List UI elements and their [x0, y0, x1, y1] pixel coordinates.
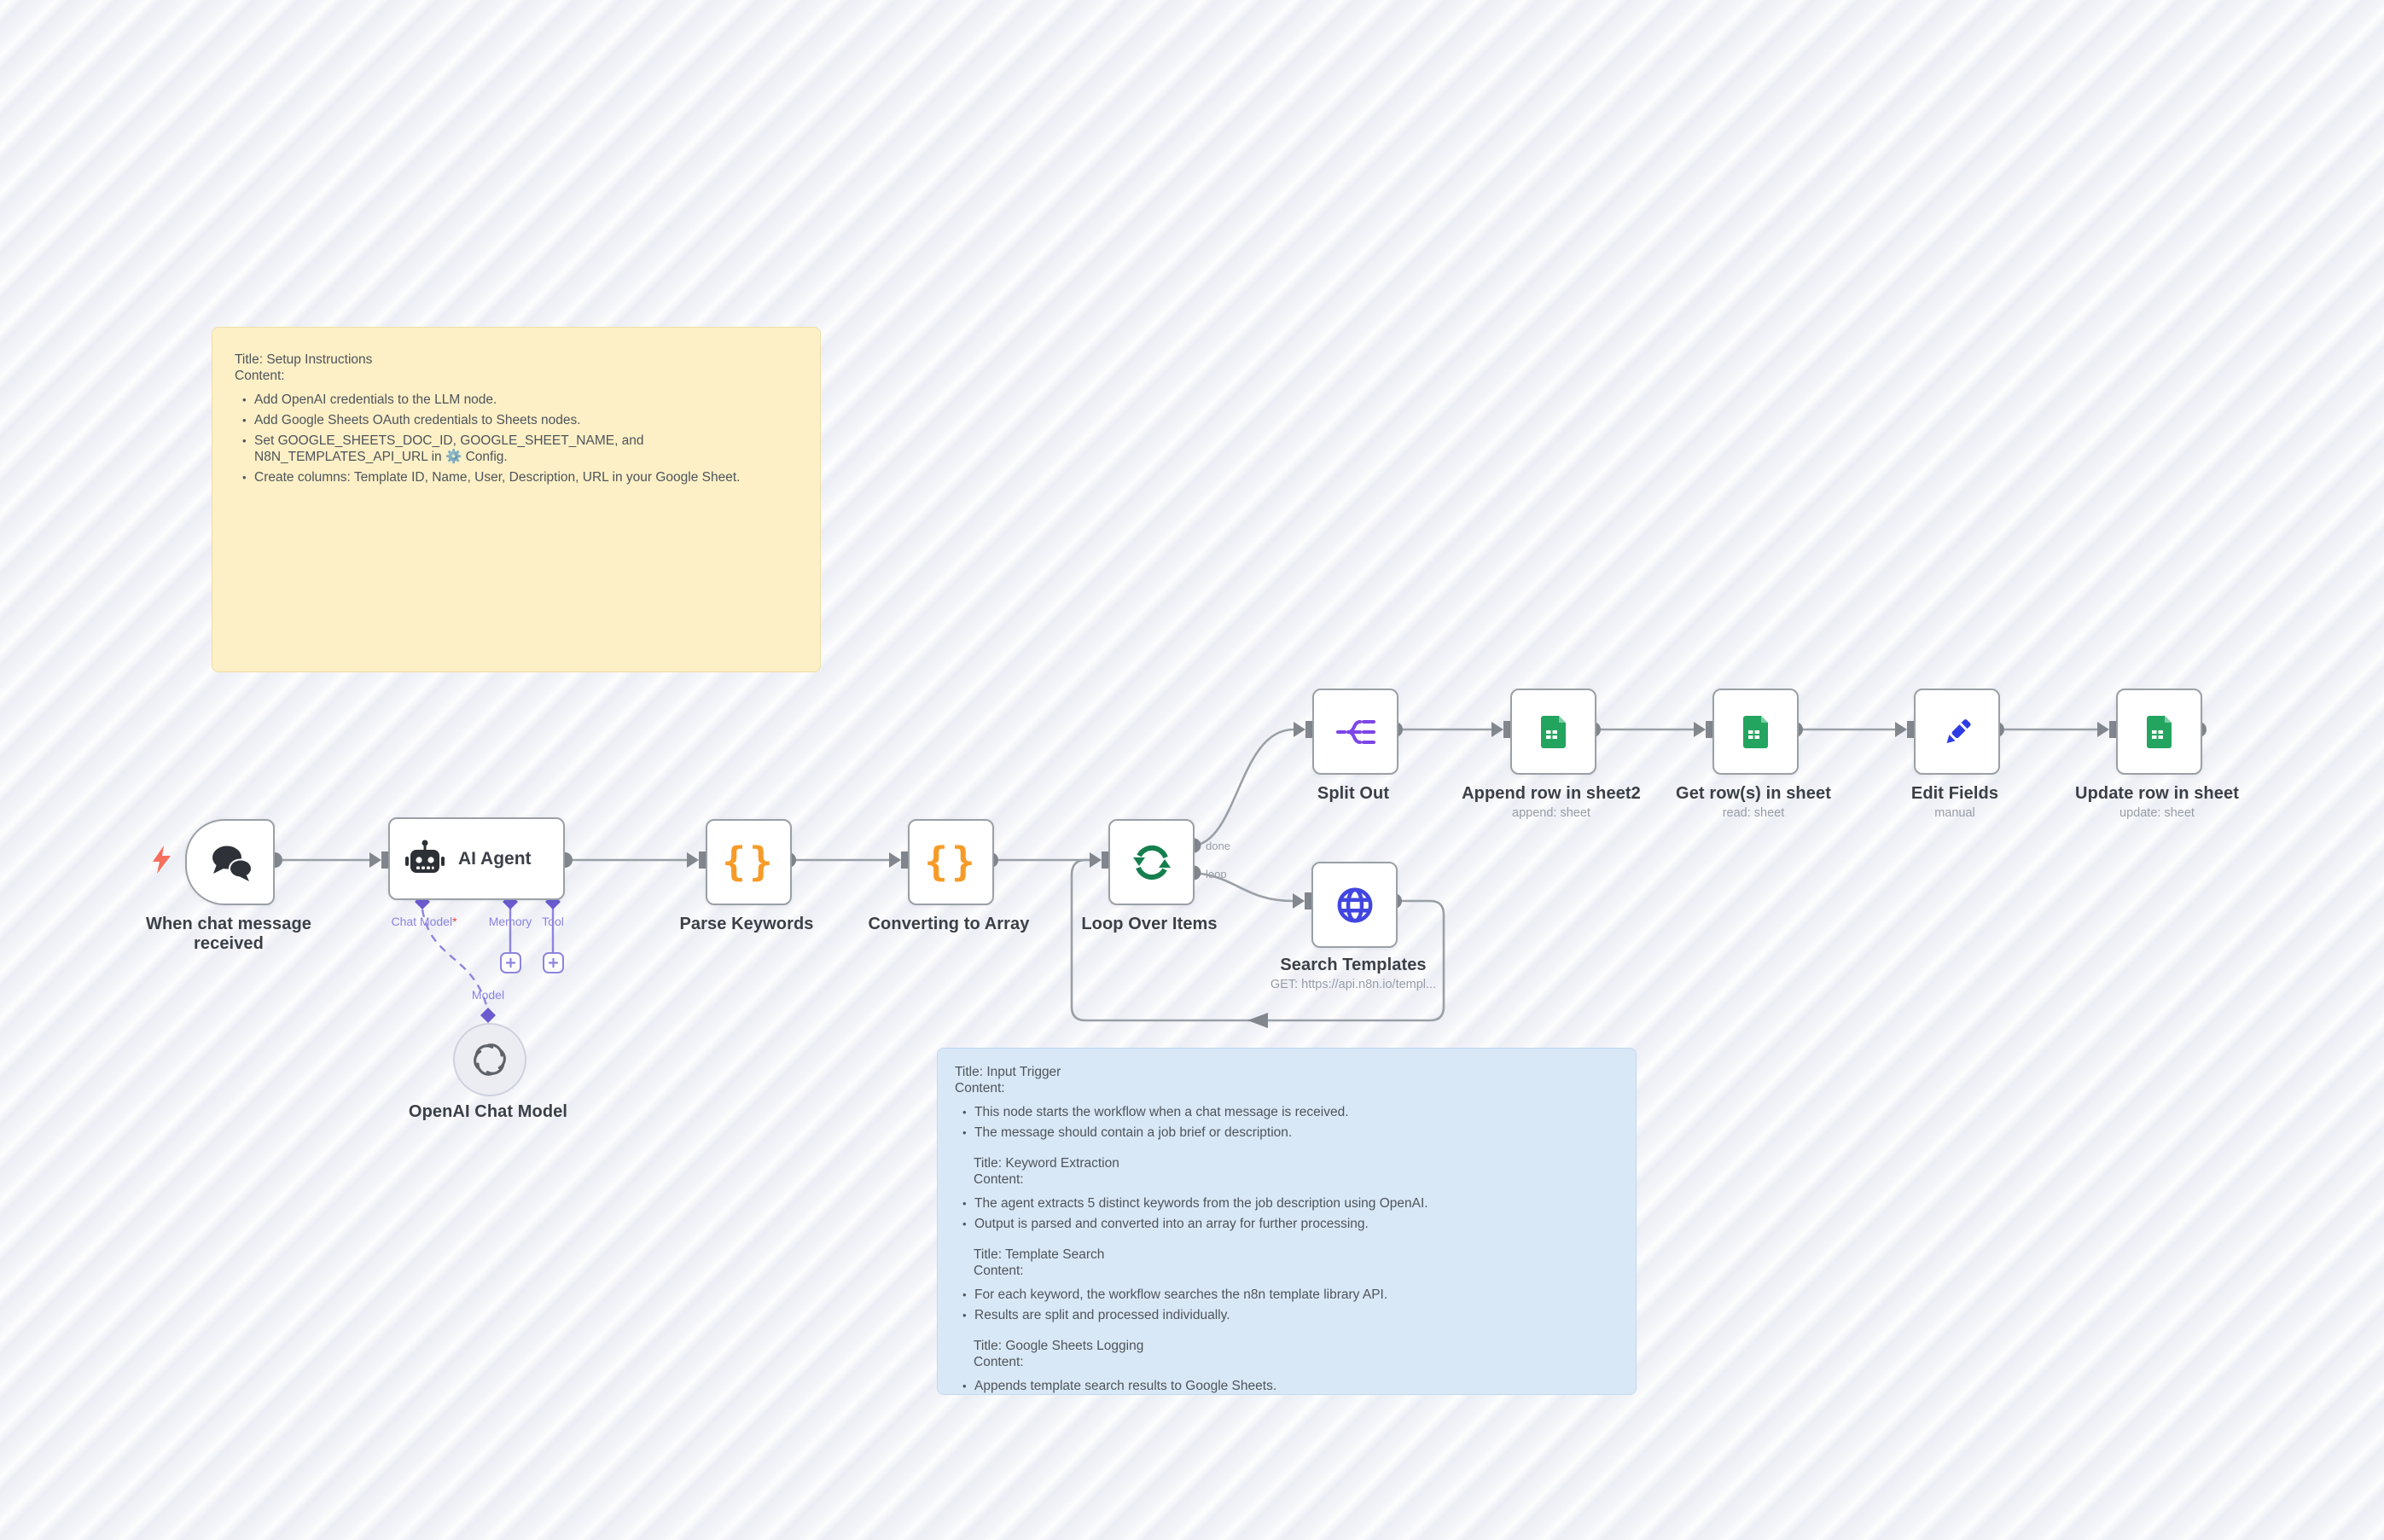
node-label: Append row in sheet2 — [1462, 784, 1641, 803]
node-append-row-in-sheet2[interactable] — [1510, 689, 1596, 775]
execute-trigger-bolt-icon[interactable] — [150, 845, 174, 875]
node-sublabel: GET: https://api.n8n.io/templ... — [1270, 978, 1437, 991]
note-bullet: Create columns: Template ID, Name, User,… — [235, 469, 798, 485]
ai-port-model[interactable]: Model — [471, 988, 505, 1002]
google-sheets-icon — [1742, 715, 1768, 748]
robot-icon — [405, 840, 445, 873]
code-braces-icon: {} — [924, 840, 978, 885]
note-bullet: The agent extracts 5 distinct keywords f… — [955, 1195, 1619, 1212]
node-openai-chat-model[interactable] — [453, 1023, 526, 1096]
svg-text:{}: {} — [722, 840, 776, 885]
node-label: OpenAI Chat Model — [408, 1102, 568, 1121]
note-content-label: Content: — [974, 1172, 1024, 1187]
note-bullet: Results are split and processed individu… — [955, 1307, 1619, 1323]
note-bullet: For each keyword, the workflow searches … — [955, 1287, 1619, 1303]
node-edit-fields[interactable] — [1914, 689, 2000, 775]
google-sheets-icon — [1540, 715, 1566, 748]
node-label: Search Templates — [1280, 956, 1427, 974]
note-content-label: Content: — [974, 1355, 1024, 1369]
note-bullet: Add OpenAI credentials to the LLM node. — [235, 392, 798, 408]
note-bullet: Set GOOGLE_SHEETS_DOC_ID, GOOGLE_SHEET_N… — [235, 433, 798, 465]
node-label: Converting to Array — [868, 915, 1030, 933]
node-sublabel: append: sheet — [1512, 806, 1590, 820]
pencil-icon — [1946, 718, 1971, 743]
note-title: Title: Template Search — [974, 1247, 1105, 1262]
node-search-templates[interactable] — [1311, 862, 1398, 948]
note-bullet: Add Google Sheets OAuth credentials to S… — [235, 412, 798, 428]
node-label: Get row(s) in sheet — [1676, 784, 1831, 803]
node-label: AI Agent — [458, 848, 532, 869]
node-loop-over-items[interactable] — [1108, 819, 1195, 905]
node-converting-to-array[interactable]: {} — [908, 819, 994, 905]
node-ai-agent[interactable]: AI Agent — [388, 817, 565, 900]
ai-port-tool[interactable]: Tool — [542, 915, 564, 928]
sticky-note-workflow-info[interactable]: Title: Input Trigger Content: This node … — [937, 1048, 1637, 1395]
note-bullet: The message should contain a job brief o… — [955, 1124, 1619, 1141]
node-label: When chat message received — [146, 915, 311, 953]
node-update-row-in-sheet[interactable] — [2116, 689, 2202, 775]
globe-icon — [1337, 887, 1372, 922]
ai-port-memory[interactable]: Memory — [488, 915, 532, 928]
node-when-chat-message-received[interactable] — [185, 819, 275, 905]
node-sublabel: read: sheet — [1722, 806, 1785, 820]
node-label: Split Out — [1317, 784, 1390, 803]
note-title: Title: Google Sheets Logging — [974, 1339, 1144, 1353]
node-label: Loop Over Items — [1081, 915, 1218, 933]
openai-logo-icon — [474, 1043, 506, 1076]
note-title: Title: Input Trigger — [955, 1065, 1061, 1079]
node-split-out[interactable] — [1312, 689, 1398, 775]
note-content-label: Content: — [955, 1081, 1005, 1095]
node-parse-keywords[interactable]: {} — [706, 819, 792, 905]
svg-text:{}: {} — [924, 840, 978, 885]
output-label-loop: loop — [1206, 868, 1227, 880]
node-label: Edit Fields — [1910, 784, 1999, 803]
node-sublabel: update: sheet — [2119, 806, 2195, 820]
sticky-note-setup-instructions[interactable]: Title: Setup Instructions Content: Add O… — [212, 327, 821, 672]
node-sublabel: manual — [1934, 806, 1975, 820]
ai-port-chat-model[interactable]: Chat Model* — [391, 915, 457, 928]
note-content-label: Content: — [974, 1264, 1024, 1278]
chat-trigger-icon — [212, 846, 253, 883]
note-content-label: Content: — [235, 369, 285, 383]
node-label: Parse Keywords — [679, 915, 814, 933]
note-title: Title: Setup Instructions — [235, 352, 373, 367]
google-sheets-icon — [2146, 715, 2172, 748]
output-label-done: done — [1206, 840, 1230, 852]
note-title: Title: Keyword Extraction — [974, 1156, 1119, 1171]
note-bullet: Appends template search results to Googl… — [955, 1378, 1619, 1394]
node-label: Update row in sheet — [2075, 784, 2239, 803]
note-bullet: This node starts the workflow when a cha… — [955, 1104, 1619, 1120]
note-bullet: Output is parsed and converted into an a… — [955, 1216, 1619, 1232]
code-braces-icon: {} — [722, 840, 776, 885]
loop-icon — [1132, 845, 1171, 880]
split-out-icon — [1335, 719, 1375, 744]
node-get-rows-in-sheet[interactable] — [1712, 689, 1799, 775]
